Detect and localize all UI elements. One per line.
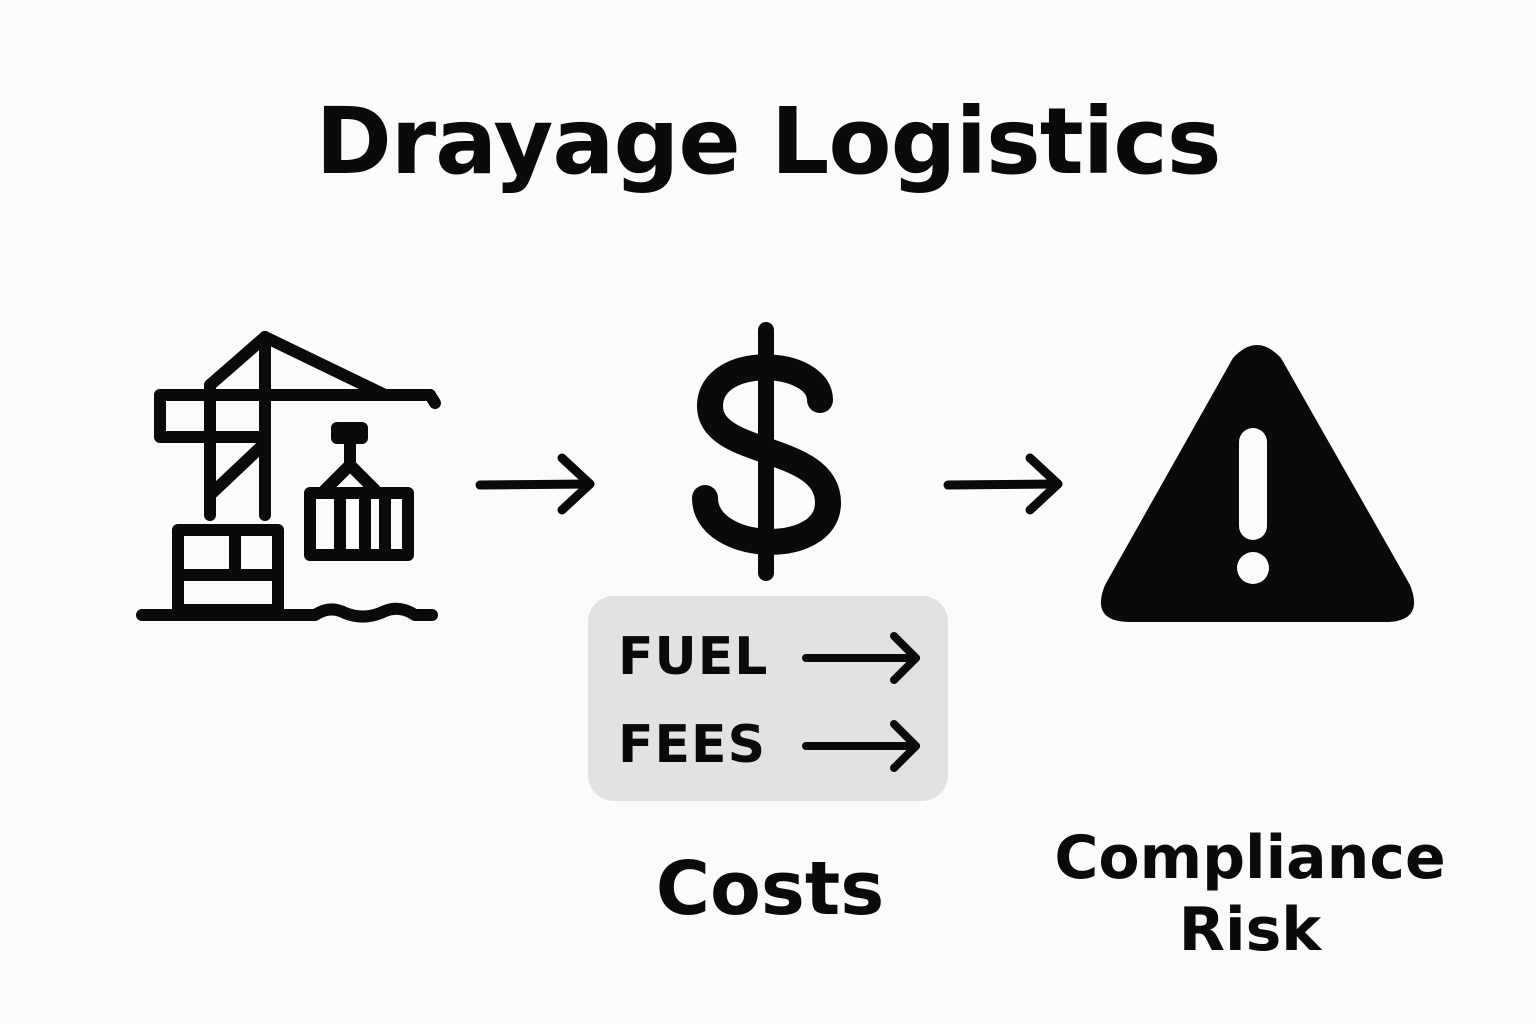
right-arrow-icon xyxy=(475,453,595,515)
cost-breakdown-box: FUEL FEES xyxy=(588,596,948,801)
risk-label-line1: Compliance xyxy=(1054,823,1446,893)
right-arrow-icon xyxy=(802,720,920,772)
compliance-risk-label: Compliance Risk xyxy=(1040,822,1460,966)
cost-item-fuel: FUEL xyxy=(618,622,928,692)
cost-item-label: FUEL xyxy=(618,627,769,687)
warning-triangle-icon xyxy=(1100,345,1415,622)
diagram-title: Drayage Logistics xyxy=(315,88,1221,195)
costs-label: Costs xyxy=(655,846,885,932)
cost-item-fees: FEES xyxy=(618,710,928,780)
cost-item-label: FEES xyxy=(618,715,767,775)
port-crane-icon xyxy=(136,331,441,623)
risk-label-line2: Risk xyxy=(1178,895,1322,965)
right-arrow-icon xyxy=(943,453,1063,515)
right-arrow-icon xyxy=(802,632,920,684)
dollar-sign-icon xyxy=(692,322,842,581)
